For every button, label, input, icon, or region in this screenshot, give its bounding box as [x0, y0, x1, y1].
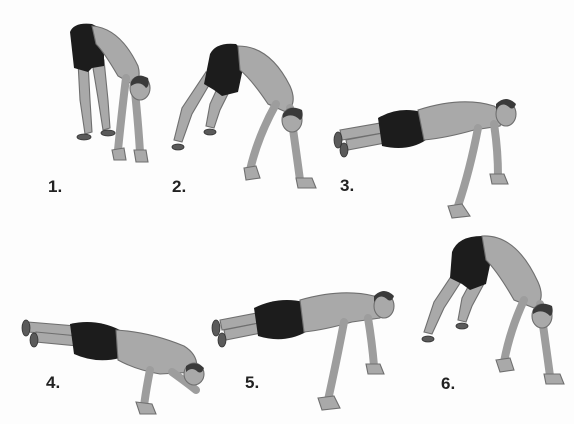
figure-step-3 — [334, 99, 516, 218]
figure-step-6 — [422, 236, 564, 384]
step-label-1: 1. — [48, 178, 62, 195]
step-label-3: 3. — [340, 177, 354, 194]
step-label-5: 5. — [245, 374, 259, 391]
step-label-6: 6. — [441, 375, 455, 392]
figure-step-4 — [22, 320, 204, 414]
figure-step-1 — [70, 24, 150, 162]
figure-step-2 — [172, 44, 316, 188]
figure-step-5 — [212, 291, 394, 410]
step-label-2: 2. — [172, 178, 186, 195]
step-label-4: 4. — [46, 374, 60, 391]
